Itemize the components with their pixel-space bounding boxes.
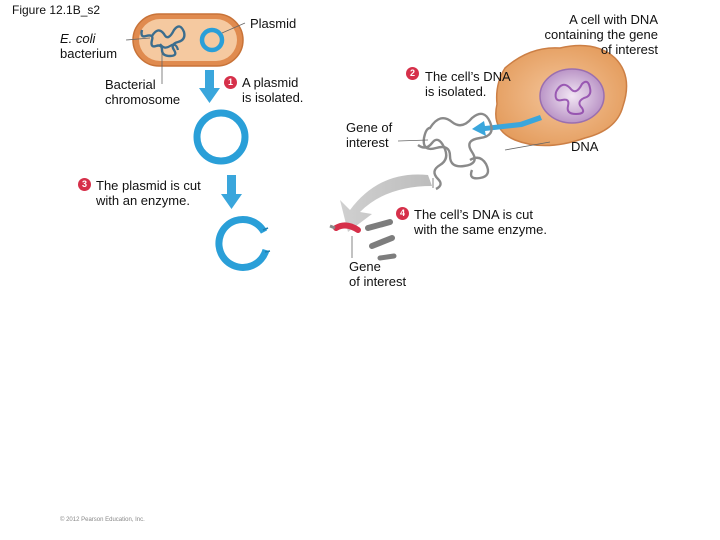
cell-label: A cell with DNA containing the gene of i… [544,12,658,57]
plasmid-in-bacterium [199,27,225,53]
chromosome-label: Bacterial chromosome [105,77,181,107]
step-1-text: A plasmid is isolated. [242,75,304,105]
step-4-text: The cell’s DNA is cut with the same enzy… [414,207,547,237]
ecoli-bacterium [132,13,244,67]
arrow-to-cut-plasmid [221,175,242,209]
step-4-badge: 4 [396,207,409,220]
isolated-dna [417,112,493,191]
step-3-text: The plasmid is cut with an enzyme. [96,178,201,208]
copyright: © 2012 Pearson Education, Inc. [60,517,145,523]
dna-label: DNA [571,139,599,154]
step-2-badge: 2 [406,67,419,80]
nucleus [539,68,605,124]
bacterial-chromosome [140,25,186,58]
step-2-text: The cell’s DNA is isolated. [425,69,511,99]
step-1-badge: 1 [224,76,237,89]
eukaryotic-cell [495,44,628,147]
arrow-to-isolated-plasmid [199,70,220,103]
figure-title: Figure 12.1B_s2 [12,3,101,17]
step-3-badge: 3 [78,178,91,191]
arrow-to-fragments [340,174,432,232]
plasmid-label: Plasmid [250,16,297,31]
isolated-plasmid [193,109,249,165]
cut-plasmid [215,216,270,271]
ecoli-label: E. coli bacterium [60,31,118,61]
gene-of-interest-label: Gene of interest [346,120,393,150]
arrow-cell-to-dna [472,115,542,136]
dna-fragments [329,219,397,261]
gene-of-interest-fragment [333,222,361,233]
gene-of-interest-fragment-label: Gene of interest [349,259,407,289]
